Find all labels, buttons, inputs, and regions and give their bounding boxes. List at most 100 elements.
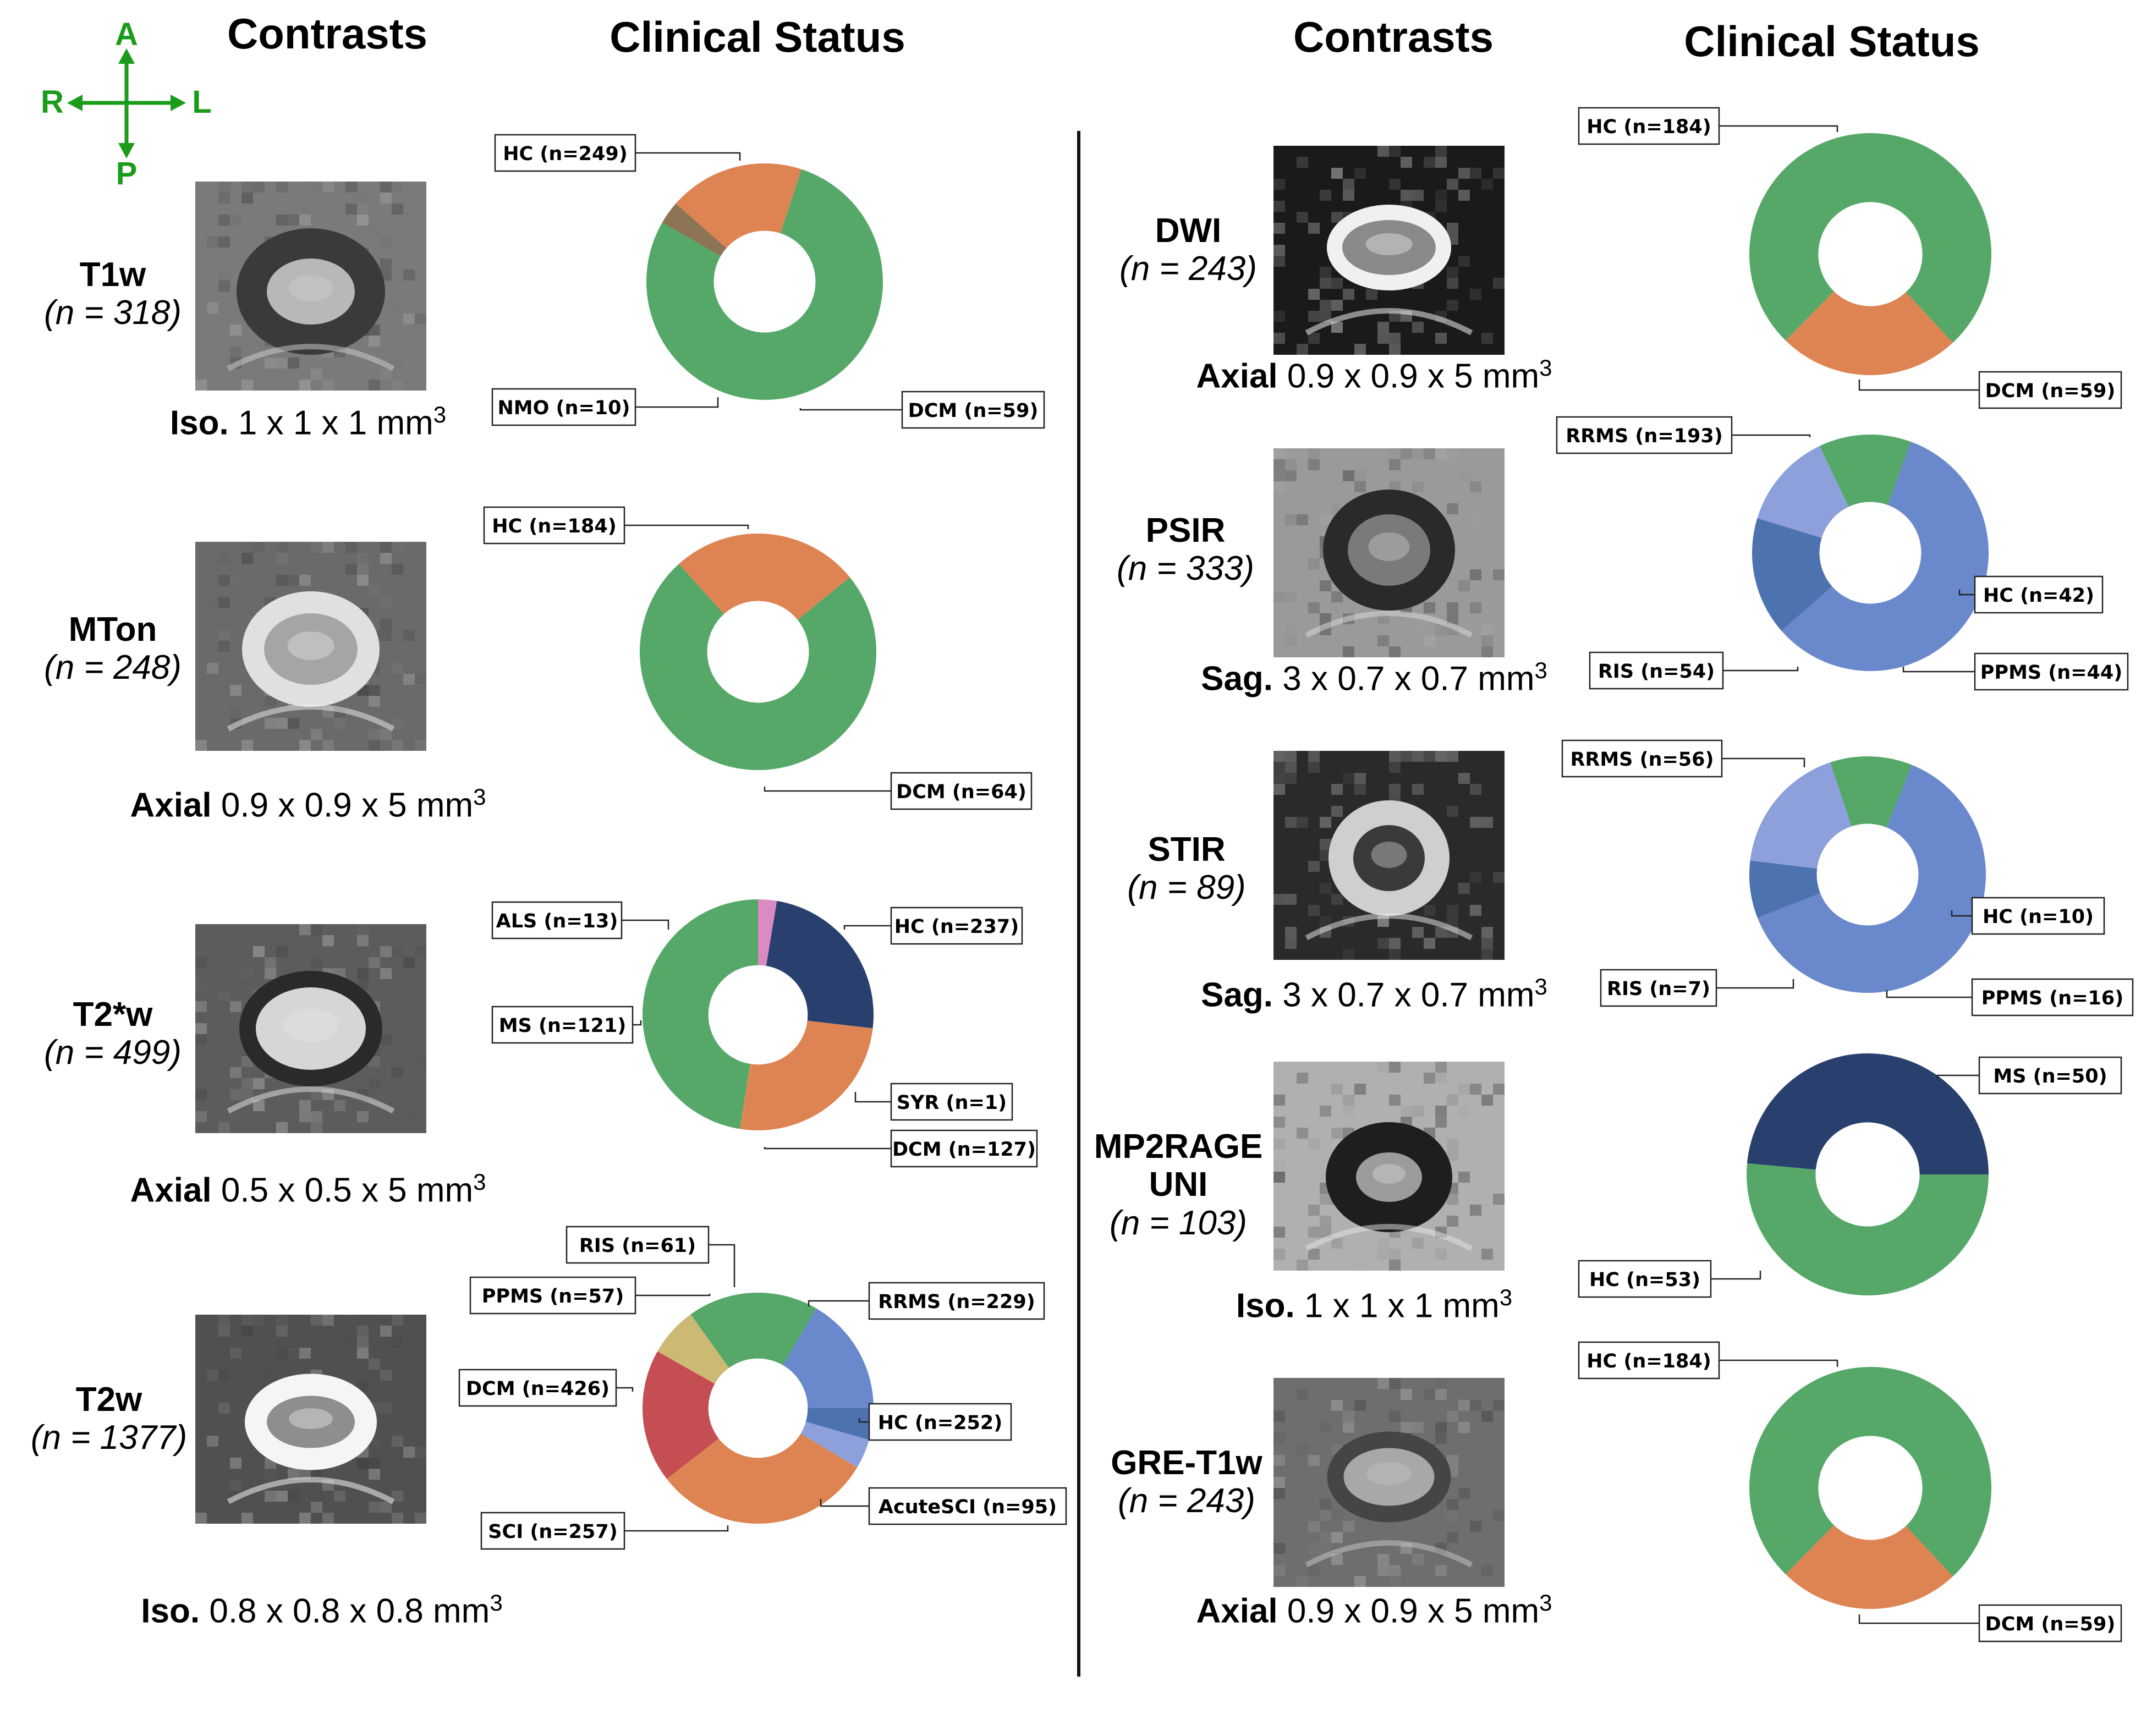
donut-chart-stir: HC (n=10)PPMS (n=16)RIS (n=7)RRMS (n=56) — [1561, 739, 2134, 1017]
slice-label-dcm: DCM (n=59) — [908, 400, 1039, 422]
leader-line — [1732, 434, 1811, 437]
donut-slice-dcm — [679, 534, 850, 620]
unit-exponent: 3 — [473, 1169, 486, 1195]
contrasts-header-right: Contrasts — [1293, 13, 1494, 61]
donut-slice-hc — [646, 169, 883, 400]
donut-slice-rrms — [1757, 765, 1986, 993]
leader-line — [635, 397, 719, 408]
subject-count: (n = 243) — [1118, 1482, 1255, 1520]
orientation-text: Sag. — [1201, 976, 1273, 1014]
donut-chart-mton: HC (n=184)DCM (n=64) — [483, 506, 1033, 810]
leader-line — [764, 787, 891, 792]
mri-thumbnail-psir — [1273, 448, 1505, 657]
donut-slice-ris — [805, 1408, 874, 1440]
slice-label-box — [566, 1226, 710, 1264]
slice-label-dcm: DCM (n=59) — [1985, 380, 2116, 402]
voxel-size: 0.9 x 0.9 x 5 mm — [1287, 357, 1540, 395]
anterior-label: A — [115, 17, 138, 52]
slice-label-box — [491, 388, 636, 426]
mri-thumbnail-t2w — [195, 1315, 426, 1524]
slice-label-hc: HC (n=184) — [1586, 116, 1711, 138]
contrast-label-psir: PSIR(n = 333) — [1117, 512, 1254, 588]
slice-label-box — [1978, 371, 2122, 409]
clinical-status-header-right: Clinical Status — [1684, 17, 1980, 65]
mri-thumbnail-mp2rage — [1273, 1062, 1505, 1271]
contrast-label-dwi: DWI(n = 243) — [1119, 212, 1257, 288]
donut-slice-nmo — [662, 204, 727, 256]
slice-label-dcm: DCM (n=127) — [892, 1139, 1036, 1161]
donut-slice-dcm — [741, 1020, 873, 1131]
resolution-label: Iso. 0.8 x 0.8 x 0.8 mm3 — [141, 1590, 502, 1631]
resolution-label: Axial 0.9 x 0.9 x 5 mm3 — [1196, 355, 1552, 396]
resolution-label: Sag. 3 x 0.7 x 0.7 mm3 — [1201, 657, 1547, 699]
leader-line — [633, 1020, 642, 1026]
slice-label-box — [491, 1006, 634, 1044]
voxel-size: 0.8 x 0.8 x 0.8 mm — [209, 1592, 490, 1630]
leader-line — [764, 1147, 891, 1150]
donut-chart-t2-w: HC (n=237)SYR (n=1)DCM (n=127)MS (n=121)… — [491, 899, 1038, 1168]
slice-label-box — [890, 1129, 1038, 1168]
leader-line — [1719, 125, 1838, 132]
leader-line — [820, 1499, 869, 1507]
arrowhead-right-icon — [171, 95, 186, 111]
leader-line — [1936, 1074, 1979, 1079]
mri-thumbnail-t1w — [195, 182, 426, 391]
orientation-text: Axial — [1196, 357, 1278, 395]
slice-label-box — [491, 901, 623, 940]
contrast-label-stir: STIR(n = 89) — [1127, 831, 1245, 907]
leader-line — [1886, 990, 1972, 998]
slice-label-box — [868, 1403, 1012, 1441]
arrowhead-down-icon — [118, 143, 135, 158]
resolution-label: Axial 0.5 x 0.5 x 5 mm3 — [130, 1169, 486, 1210]
slice-label-box — [1971, 978, 2134, 1017]
mri-thumbnail-mton — [195, 542, 426, 751]
donut-slice-rrms — [1781, 441, 1989, 671]
slice-label-box — [1556, 416, 1733, 454]
orientation-text: Iso. — [1236, 1287, 1295, 1325]
slice-label-box — [868, 1487, 1067, 1525]
arrowhead-up-icon — [118, 48, 135, 64]
slice-label-dcm: DCM (n=426) — [466, 1378, 610, 1400]
slice-label-rrms: RRMS (n=56) — [1570, 749, 1714, 771]
resolution-label: Sag. 3 x 0.7 x 0.7 mm3 — [1201, 974, 1547, 1015]
donut-slice-ris — [1752, 518, 1832, 631]
donut-slice-dcm — [1786, 1525, 1953, 1609]
donut-chart-mp2rage-uni: MS (n=50)HC (n=53) — [1578, 1053, 2122, 1298]
slice-label-ris: RIS (n=54) — [1598, 661, 1715, 683]
donut-chart-psir: HC (n=42)PPMS (n=44)RIS (n=54)RRMS (n=19… — [1556, 416, 2129, 691]
donut-slice-ms — [766, 900, 874, 1029]
orientation-text: Axial — [130, 786, 212, 825]
slice-label-box — [1578, 1341, 1720, 1380]
donut-slice-hc — [642, 899, 758, 1129]
voxel-size: 1 x 1 x 1 mm — [1304, 1287, 1500, 1325]
slice-label-dcm: DCM (n=64) — [896, 781, 1026, 803]
slice-label-box — [1561, 739, 1723, 778]
contrast-label-gre-t1w: GRE-T1w(n = 243) — [1111, 1444, 1262, 1520]
slice-label-box — [1974, 652, 2129, 691]
orientation-text: Axial — [1196, 1592, 1278, 1630]
donut-slice-als — [758, 899, 777, 966]
resolution-label: Axial 0.9 x 0.9 x 5 mm3 — [1196, 1590, 1552, 1631]
slice-label-box — [494, 134, 636, 172]
subject-count: (n = 89) — [1127, 869, 1246, 907]
contrast-name: DWI — [1155, 212, 1222, 250]
unit-exponent: 3 — [433, 402, 447, 427]
slice-label-box — [1589, 651, 1724, 690]
slice-label-box — [890, 907, 1023, 945]
resolution-label: Axial 0.9 x 0.9 x 5 mm3 — [130, 784, 486, 825]
slice-label-ris: RIS (n=7) — [1607, 978, 1710, 1000]
slice-label-syr: SYR (n=1) — [897, 1092, 1007, 1114]
slice-label-dcm: DCM (n=59) — [1985, 1613, 2116, 1635]
slice-label-box — [890, 1083, 1013, 1121]
slice-label-ris: RIS (n=61) — [579, 1235, 696, 1257]
slice-label-box — [458, 1369, 617, 1407]
leader-line — [1858, 1614, 1979, 1624]
unit-exponent: 3 — [1539, 355, 1552, 381]
leader-line — [624, 1525, 729, 1532]
leader-line — [1719, 1359, 1838, 1367]
donut-slice-ms — [1747, 1053, 1989, 1174]
leader-line — [1858, 380, 1979, 391]
donut-slice-hc — [1749, 133, 1991, 343]
slice-label-acutesci: AcuteSCI (n=95) — [879, 1496, 1057, 1518]
slice-label-rrms: RRMS (n=229) — [878, 1291, 1035, 1313]
